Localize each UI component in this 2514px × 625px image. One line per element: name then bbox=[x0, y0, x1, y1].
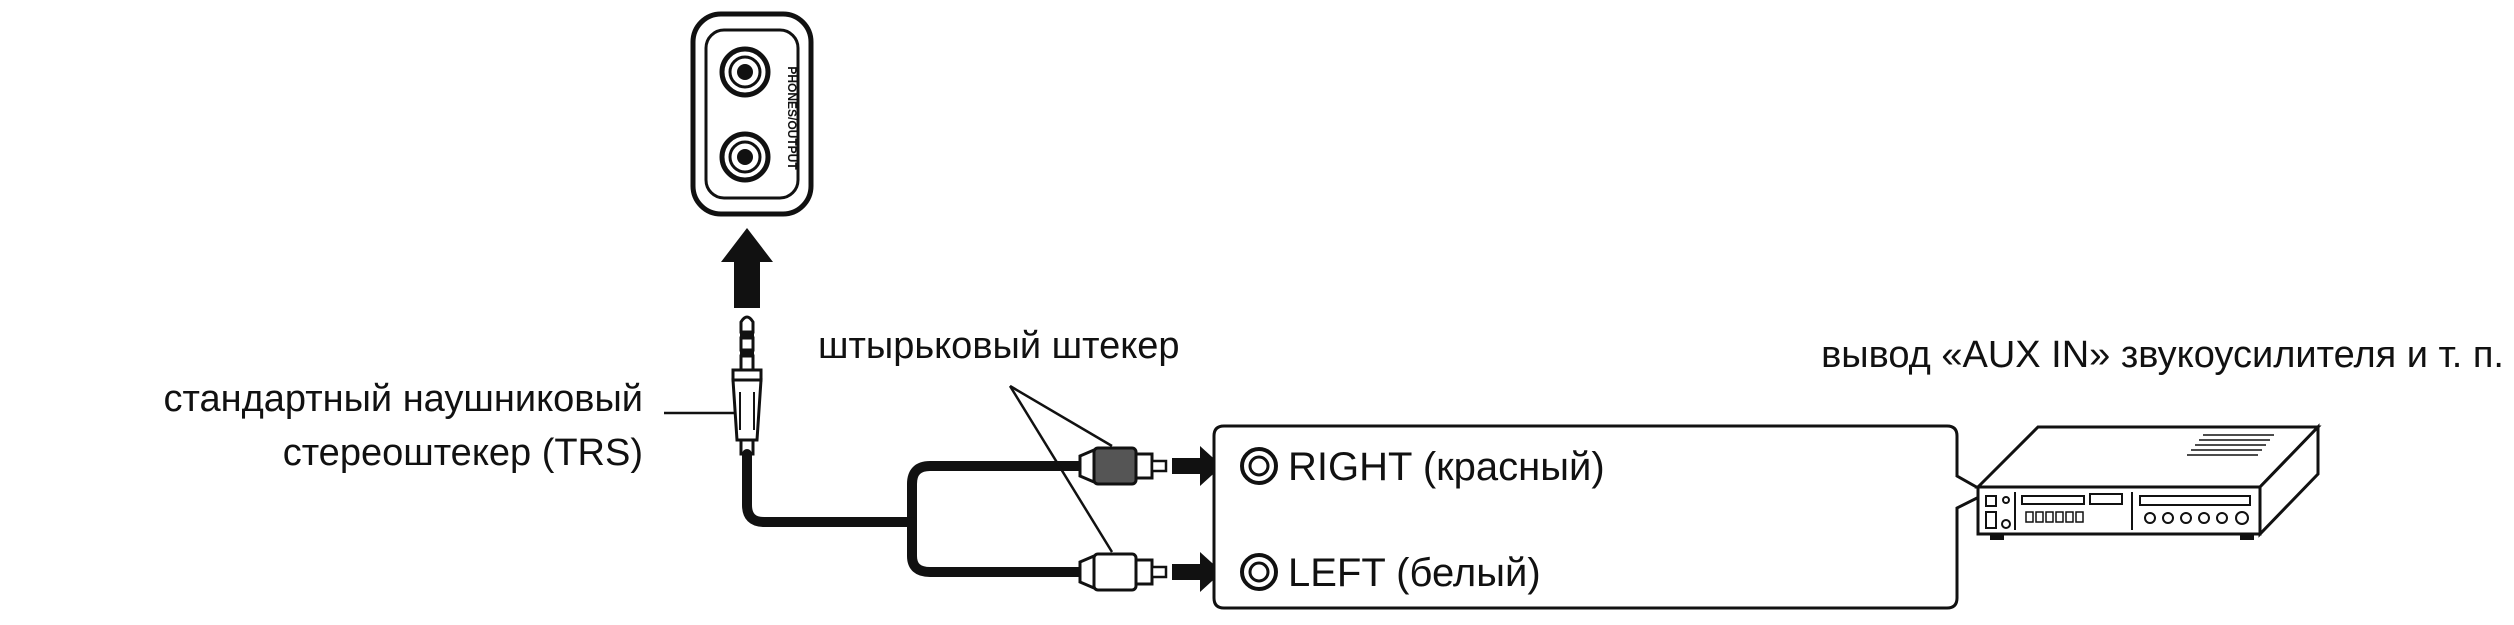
arrow-right-icon-upper bbox=[1172, 446, 1222, 486]
pin-plug-label: штырьковый штекер bbox=[818, 325, 1180, 367]
trs-plug-icon bbox=[731, 315, 763, 456]
trs-plug-label-line2: стереоштекер (TRS) bbox=[283, 432, 643, 474]
cable bbox=[742, 449, 1087, 577]
rca-plug-right-icon bbox=[1078, 446, 1168, 486]
right-channel-label: RIGHT (красный) bbox=[1288, 445, 1605, 489]
aux-input-callout bbox=[1212, 424, 1991, 610]
rca-socket-right-icon bbox=[1240, 447, 1278, 485]
arrow-right-icon-lower bbox=[1172, 552, 1222, 592]
aux-in-label: вывод «AUX IN» звукоусилителя и т. п. bbox=[1821, 334, 2504, 376]
jack-panel: PHONES/OUTPUT bbox=[690, 11, 814, 217]
jack-label: PHONES/OUTPUT bbox=[785, 66, 799, 170]
arrow-up-icon bbox=[721, 228, 773, 308]
jack-socket-lower bbox=[719, 131, 771, 183]
rca-plug-left-icon bbox=[1078, 552, 1168, 592]
jack-socket-upper bbox=[719, 46, 771, 98]
trs-plug-label-line1: стандартный наушниковый bbox=[164, 378, 644, 420]
pin-plug-leader-lines bbox=[1008, 384, 1114, 553]
rca-socket-left-icon bbox=[1240, 553, 1278, 591]
left-channel-label: LEFT (белый) bbox=[1288, 551, 1541, 595]
amplifier-icon bbox=[1974, 423, 2322, 540]
